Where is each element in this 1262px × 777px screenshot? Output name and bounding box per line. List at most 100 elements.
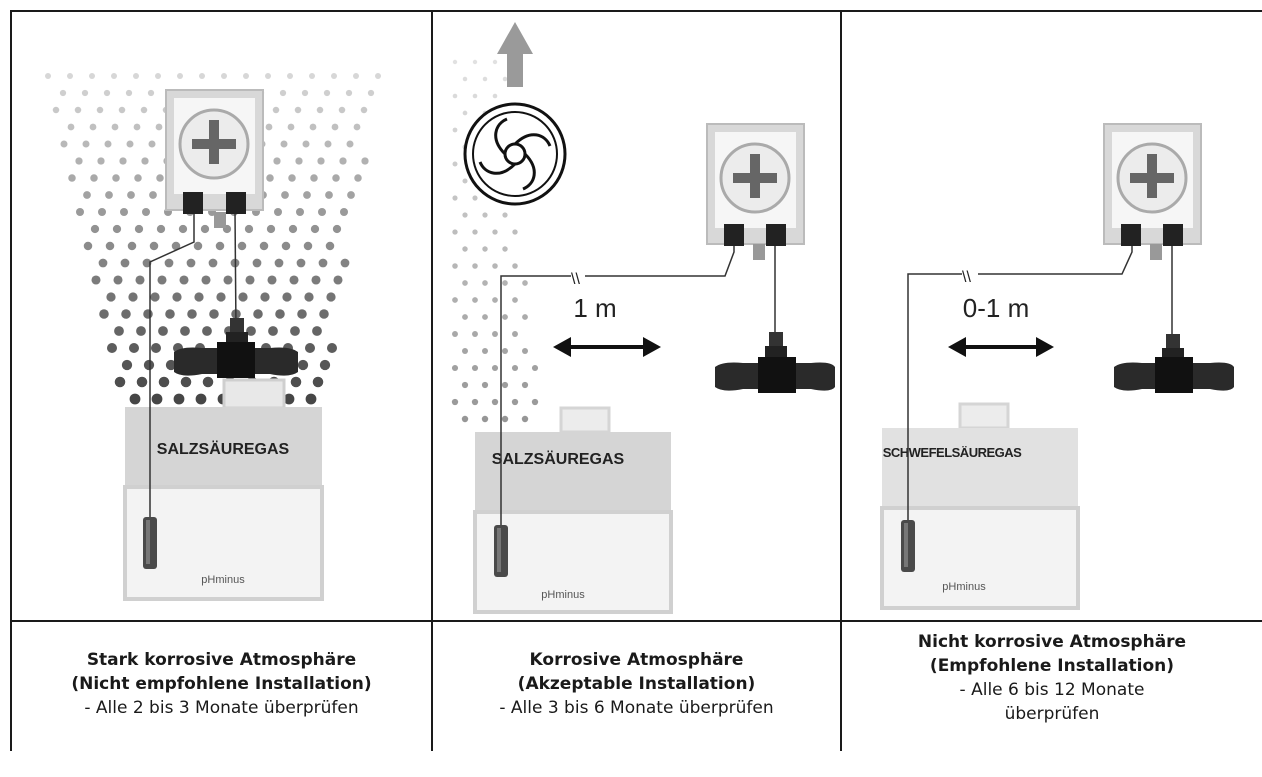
gas-dot <box>267 275 277 285</box>
gas-dot <box>303 191 311 199</box>
gas-dot <box>492 59 498 65</box>
caption-note: - Alle 3 bis 6 Monate überprüfen <box>499 698 774 718</box>
gas-dot <box>482 314 488 320</box>
gas-dot <box>472 297 478 303</box>
gas-dot <box>114 376 126 388</box>
gas-dot <box>472 331 478 337</box>
gas-dot <box>375 73 381 79</box>
gas-dot <box>472 229 478 235</box>
gas-dot <box>273 157 281 165</box>
gas-dot <box>89 123 97 131</box>
gas-dot <box>501 415 509 423</box>
gas-dot <box>156 174 164 182</box>
gas-dot <box>287 73 293 79</box>
gas-dot <box>215 241 225 251</box>
caption-divider <box>10 620 1262 622</box>
gas-dot <box>325 241 335 251</box>
pump-icon <box>1103 123 1202 260</box>
gas-label: SALZSÄUREGAS <box>157 440 290 458</box>
gas-dot <box>143 309 153 319</box>
gas-dot <box>462 110 468 116</box>
gas-dot <box>177 73 183 79</box>
gas-dot <box>461 347 469 355</box>
caption-title: Nicht korrosive Atmosphäre <box>917 632 1187 652</box>
gas-dot <box>149 191 157 199</box>
gas-label: SALZSÄUREGAS <box>492 450 625 468</box>
gas-dot <box>482 280 488 286</box>
gas-dot <box>243 73 249 79</box>
container-label: pHminus <box>201 574 245 586</box>
gas-dot <box>45 73 51 79</box>
gas-dot <box>157 275 167 285</box>
gas-dot <box>452 127 458 133</box>
gas-dot <box>171 241 181 251</box>
caption-subtitle: (Akzeptable Installation) <box>517 674 756 694</box>
gas-dot <box>471 398 479 406</box>
gas-dot <box>287 123 295 131</box>
gas-dot <box>491 398 499 406</box>
gas-dot <box>104 140 112 148</box>
gas-dot <box>136 376 148 388</box>
gas-dot <box>305 393 317 405</box>
gas-dot <box>125 89 133 97</box>
gas-dot <box>202 376 214 388</box>
gas-dot <box>353 123 361 131</box>
suction-tube <box>907 273 962 532</box>
chemical-container-icon: SCHWEFELSÄUREGAS pHminus <box>880 402 1080 610</box>
caption-corrosive: Korrosive Atmosphäre (Akzeptable Install… <box>433 622 840 777</box>
gas-dot <box>120 258 130 268</box>
gas-dot <box>452 93 458 99</box>
panel-non-corrosive: SCHWEFELSÄUREGAS pHminus \\ 0-1 m <box>880 123 1234 610</box>
gas-dot <box>316 106 324 114</box>
gas-dot <box>149 241 159 251</box>
panel-strong-corrosive: SALZSÄUREGAS pHminus <box>45 73 381 601</box>
gas-dot <box>502 76 508 82</box>
gas-dot <box>325 191 333 199</box>
gas-dot <box>113 275 123 285</box>
delivery-tube <box>234 211 237 333</box>
gas-dot <box>491 364 499 372</box>
gas-dot <box>283 393 295 405</box>
suction-probe-icon <box>901 520 915 572</box>
column-divider-1 <box>431 10 433 751</box>
gas-dot <box>105 241 115 251</box>
gas-dot <box>319 359 331 371</box>
gas-dot <box>452 161 458 167</box>
gas-dot <box>502 314 508 320</box>
gas-dot <box>331 73 337 79</box>
gas-dot <box>295 207 305 217</box>
gas-dot <box>302 140 310 148</box>
gas-dot <box>216 292 226 302</box>
gas-dot <box>295 157 303 165</box>
gas-dot <box>141 207 151 217</box>
gas-dot <box>472 93 478 99</box>
gas-dot <box>462 314 468 320</box>
gas-dot <box>150 342 162 354</box>
gas-dot <box>360 106 368 114</box>
distance-label: 1 m <box>573 293 616 323</box>
gas-dot <box>472 195 478 201</box>
gas-dot <box>323 89 331 97</box>
gas-dot <box>112 224 122 234</box>
gas-dot <box>274 258 284 268</box>
gas-dot <box>75 207 85 217</box>
gas-dot <box>201 275 211 285</box>
gas-dot <box>347 191 355 199</box>
tube-break-mark: \\ <box>962 269 971 286</box>
gas-dot <box>59 89 67 97</box>
gas-dot <box>304 342 316 354</box>
gas-dot <box>290 326 300 336</box>
gas-dot <box>326 342 338 354</box>
gas-dot <box>452 229 458 235</box>
gas-dot <box>354 174 362 182</box>
gas-dot <box>98 258 108 268</box>
gas-dot <box>512 297 518 303</box>
gas-dot <box>119 157 127 165</box>
gas-dot <box>319 309 329 319</box>
caption-subtitle: (Empfohlene Installation) <box>929 656 1175 676</box>
chemical-container-icon: SALZSÄUREGAS pHminus <box>473 406 673 614</box>
gas-dot <box>462 178 468 184</box>
gas-dot <box>156 224 166 234</box>
gas-dot <box>451 398 459 406</box>
pump-icon <box>706 123 805 260</box>
